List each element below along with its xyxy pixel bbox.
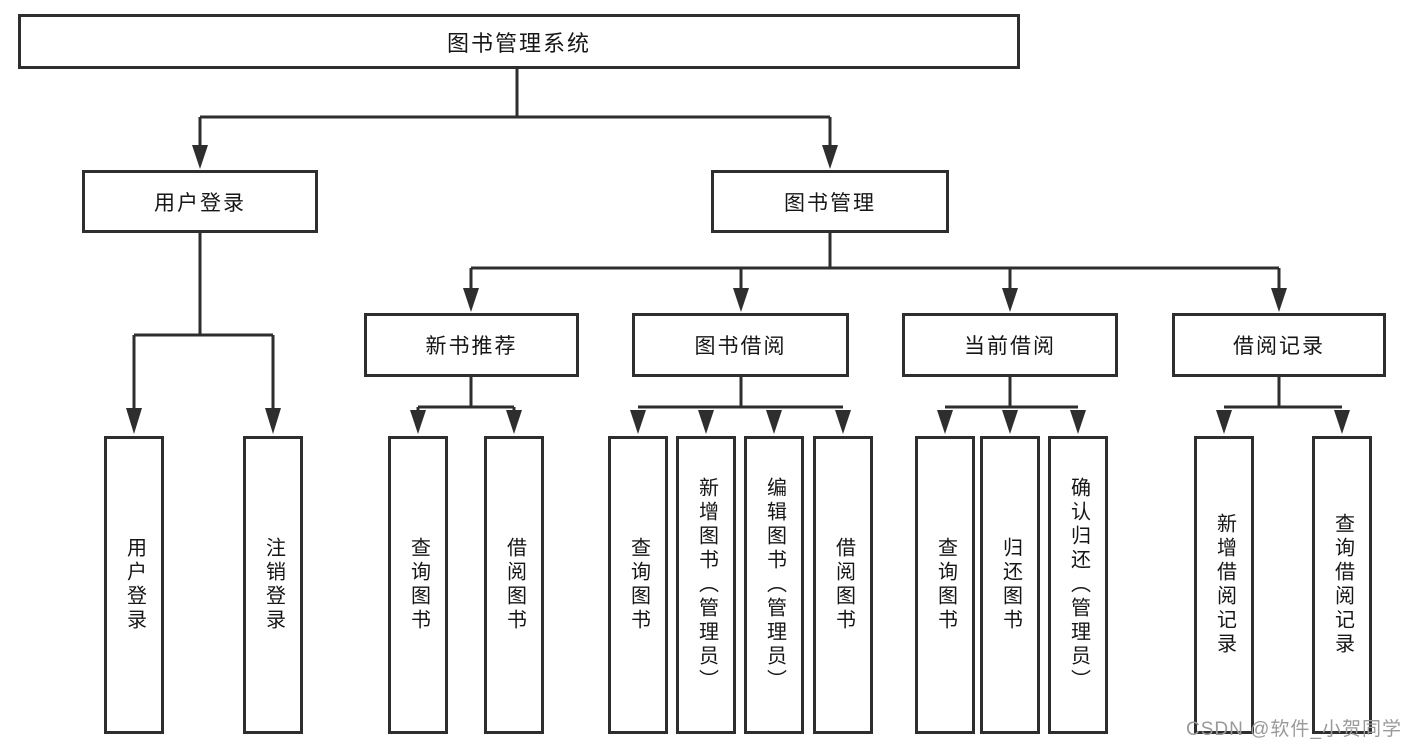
node-root: 图书管理系统 [18, 14, 1020, 69]
leaf-borrow-book-recommend: 借阅图书 [484, 436, 544, 734]
leaf-label: 确认归还（管理员） [1067, 477, 1090, 693]
node-label: 当前借阅 [964, 335, 1056, 358]
connector-root [192, 68, 838, 169]
node-label: 借阅记录 [1233, 335, 1325, 358]
leaf-query-book-recommend: 查询图书 [388, 436, 448, 734]
leaf-query-borrow-record: 查询借阅记录 [1312, 436, 1372, 734]
node-book-borrow: 图书借阅 [632, 313, 849, 377]
connector-borrow-record [1216, 377, 1350, 434]
leaf-logout: 注销登录 [243, 436, 303, 734]
leaf-label: 借阅图书 [832, 537, 855, 633]
leaf-add-book-admin: 新增图书（管理员） [676, 436, 736, 734]
node-user-login-branch: 用户登录 [82, 170, 318, 233]
node-label: 图书管理 [784, 191, 876, 215]
node-label: 图书借阅 [694, 335, 787, 358]
leaf-confirm-return-admin: 确认归还（管理员） [1048, 436, 1108, 734]
leaf-return-book: 归还图书 [980, 436, 1040, 734]
leaf-label: 查询图书 [627, 537, 650, 633]
node-new-book-recommend: 新书推荐 [364, 313, 579, 377]
connector-user-login [126, 233, 281, 434]
leaf-borrow-book: 借阅图书 [813, 436, 873, 734]
node-current-borrow: 当前借阅 [902, 313, 1118, 377]
root-label: 图书管理系统 [446, 30, 591, 56]
connector-current-borrow [937, 377, 1086, 434]
node-label: 用户登录 [154, 191, 246, 215]
leaf-label: 新增图书（管理员） [695, 477, 718, 693]
connector-book-management [463, 233, 1287, 312]
node-label: 新书推荐 [425, 335, 518, 358]
node-borrow-record: 借阅记录 [1172, 313, 1386, 377]
leaf-label: 查询借阅记录 [1331, 513, 1354, 657]
leaf-label: 查询图书 [407, 537, 430, 633]
leaf-label: 用户登录 [123, 537, 146, 633]
connector-new-book [410, 377, 522, 434]
leaf-user-login: 用户登录 [104, 436, 164, 734]
leaf-label: 注销登录 [262, 537, 285, 633]
leaf-label: 查询图书 [934, 537, 957, 633]
watermark: CSDN @软件_小贺同学 [1186, 719, 1402, 740]
leaf-label: 编辑图书（管理员） [763, 477, 786, 693]
leaf-label: 归还图书 [999, 537, 1022, 633]
leaf-add-borrow-record: 新增借阅记录 [1194, 436, 1254, 734]
leaf-query-book-borrow: 查询图书 [608, 436, 668, 734]
leaf-query-book-current: 查询图书 [915, 436, 975, 734]
connector-book-borrow [630, 377, 851, 434]
leaf-label: 借阅图书 [503, 537, 526, 633]
leaf-edit-book-admin: 编辑图书（管理员） [744, 436, 804, 734]
leaf-label: 新增借阅记录 [1213, 513, 1236, 657]
node-book-management: 图书管理 [711, 170, 949, 233]
